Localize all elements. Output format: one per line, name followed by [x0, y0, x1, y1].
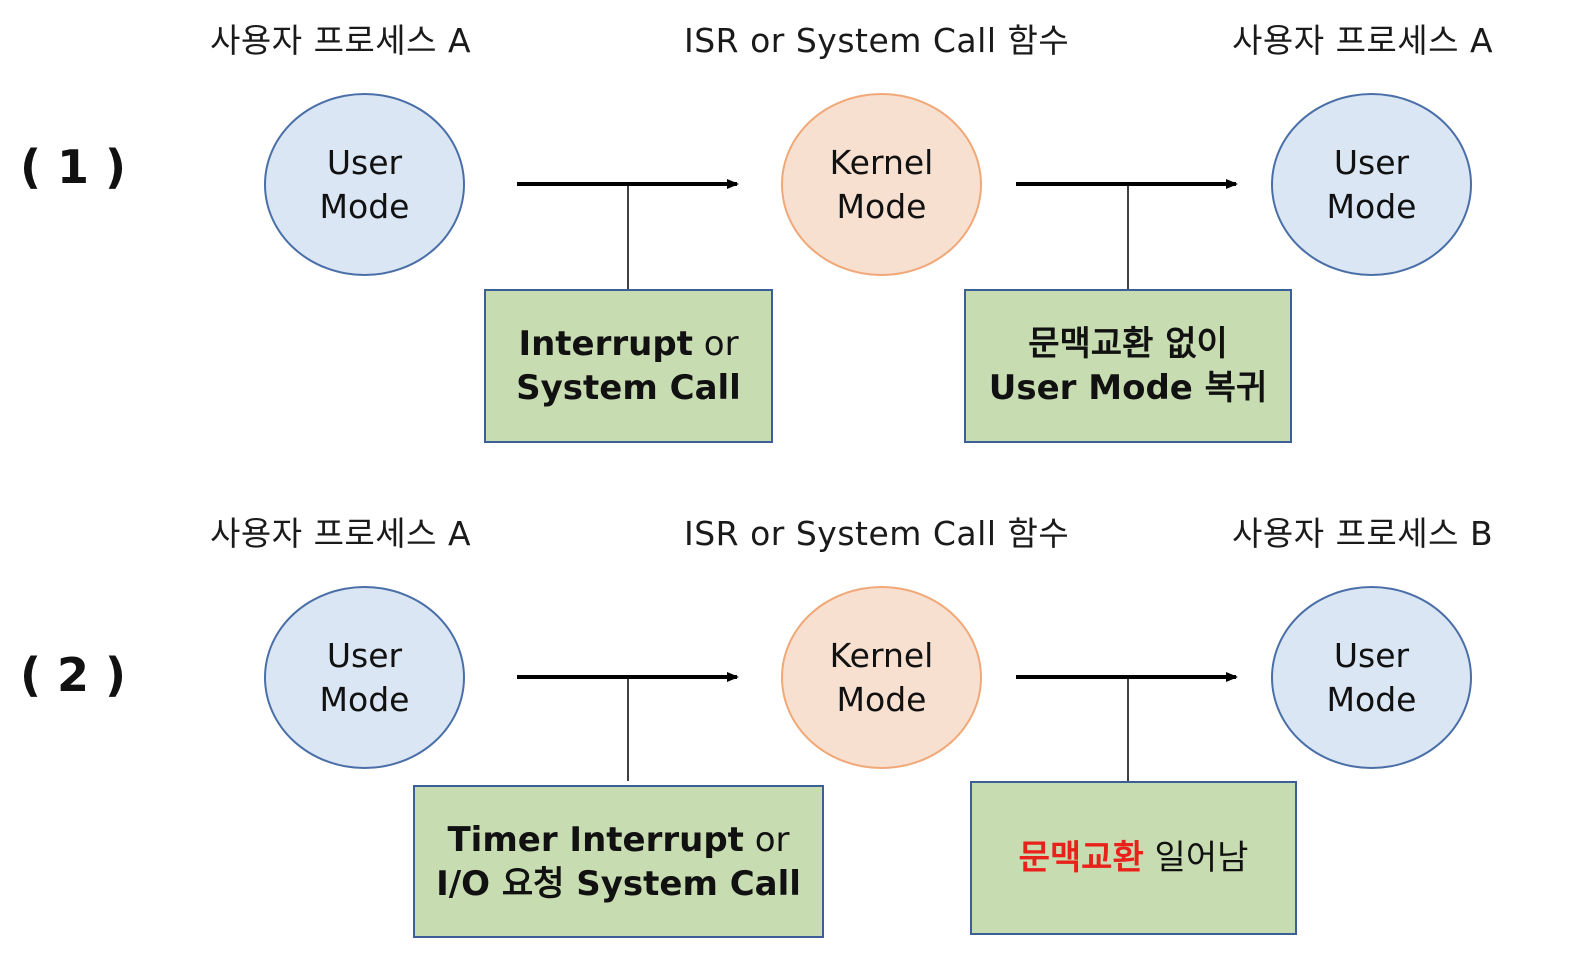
- context-switch-highlight: 문맥교환: [1018, 838, 1144, 878]
- process-label-right: 사용자 프로세스 B: [1232, 514, 1494, 553]
- node-label-line2: Mode: [319, 186, 410, 226]
- trigger-box: Interrupt or System Call: [484, 289, 773, 443]
- trigger-line2: I/O 요청 System Call: [436, 863, 801, 904]
- node-label-line2: Mode: [319, 679, 410, 719]
- process-label-right: 사용자 프로세스 A: [1232, 21, 1494, 60]
- node-label-line1: User: [1333, 142, 1410, 182]
- node-label-line1: User: [1333, 635, 1410, 675]
- process-label-middle: ISR or System Call 함수: [684, 514, 1070, 553]
- result-line: 문맥교환 일어남: [1019, 836, 1249, 880]
- section-number: ( 1 ): [20, 140, 127, 194]
- trigger-box: Timer Interrupt or I/O 요청 System Call: [413, 785, 824, 938]
- result-line1: 문맥교환 없이: [1028, 324, 1228, 364]
- trigger-line1: Interrupt or: [518, 322, 738, 366]
- connectors: [517, 672, 1238, 782]
- process-label-left: 사용자 프로세스 A: [210, 514, 472, 553]
- process-label-middle: ISR or System Call 함수: [684, 21, 1070, 60]
- trigger-line1: Timer Interrupt or: [447, 818, 789, 862]
- node-label-line1: Kernel: [829, 635, 934, 675]
- kernel-mode-node: Kernel Mode: [781, 93, 982, 276]
- node-label-line1: User: [326, 142, 403, 182]
- node-label-line1: Kernel: [829, 142, 934, 182]
- node-label-line2: Mode: [1326, 679, 1417, 719]
- section-2: 사용자 프로세스 A ISR or System Call 함수 사용자 프로세…: [0, 493, 1596, 973]
- trigger-line1-rest: or: [743, 819, 790, 860]
- trigger-line2: System Call: [516, 368, 741, 408]
- trigger-line1-bold: Timer Interrupt: [447, 819, 744, 860]
- node-label-line2: Mode: [836, 679, 927, 719]
- section-1: 사용자 프로세스 A ISR or System Call 함수 사용자 프로세…: [0, 0, 1596, 480]
- section-number: ( 2 ): [20, 648, 127, 702]
- kernel-mode-node: Kernel Mode: [781, 586, 982, 769]
- result-box: 문맥교환 없이 User Mode 복귀: [964, 289, 1292, 443]
- user-mode-node-left: User Mode: [264, 93, 465, 276]
- node-label-line2: Mode: [1326, 186, 1417, 226]
- trigger-line1-rest: or: [692, 324, 739, 364]
- result-line2: User Mode 복귀: [988, 368, 1268, 408]
- user-mode-node-left: User Mode: [264, 586, 465, 769]
- node-label-line1: User: [326, 635, 403, 675]
- trigger-line1-bold: Interrupt: [518, 324, 693, 364]
- node-label-line2: Mode: [836, 186, 927, 226]
- result-box: 문맥교환 일어남: [970, 781, 1297, 935]
- user-mode-node-right: User Mode: [1271, 586, 1472, 769]
- process-label-left: 사용자 프로세스 A: [210, 21, 472, 60]
- user-mode-node-right: User Mode: [1271, 93, 1472, 276]
- connectors: [517, 179, 1238, 290]
- result-rest: 일어남: [1143, 838, 1249, 878]
